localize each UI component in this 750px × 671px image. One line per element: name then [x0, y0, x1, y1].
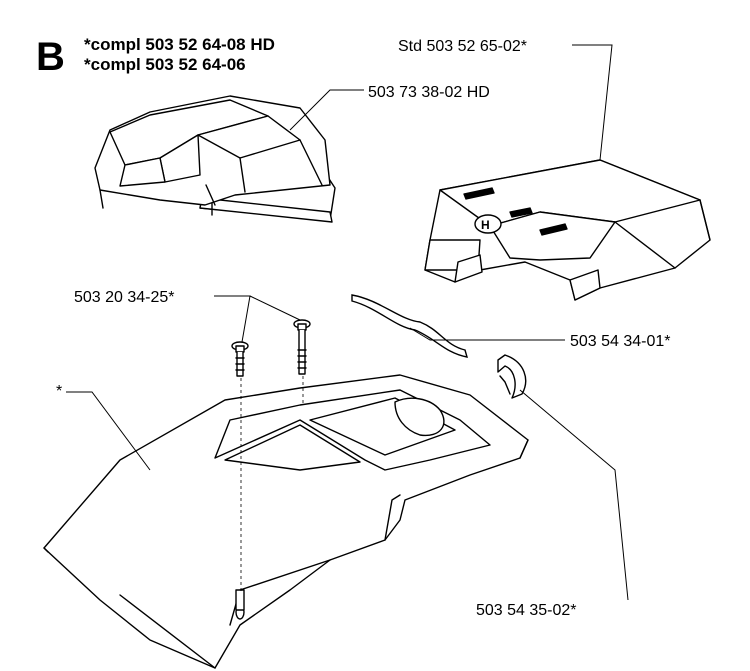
- callout-seal-strip: 503 54 34-01*: [570, 333, 671, 350]
- callout-hd-cover: 503 73 38-02 HD: [368, 84, 490, 101]
- callout-screws: 503 20 34-25*: [74, 289, 175, 306]
- callout-clip: 503 54 35-02*: [476, 602, 577, 619]
- screw-left: [231, 341, 249, 377]
- screw-right: [293, 319, 311, 375]
- main-top-cover: [43, 374, 529, 669]
- husqvarna-logo-icon: H: [474, 214, 502, 234]
- header-line-2: *compl 503 52 64-06: [84, 55, 246, 74]
- clip: [497, 354, 527, 399]
- header-line-1: *compl 503 52 64-08 HD: [84, 35, 275, 54]
- leader-lines: [66, 44, 629, 601]
- hd-cylinder-cover: [94, 95, 336, 223]
- section-letter: B: [36, 35, 65, 79]
- callout-std-cover: Std 503 52 65-02*: [398, 38, 527, 55]
- std-cylinder-cover: [424, 159, 711, 301]
- svg-text:H: H: [481, 218, 490, 232]
- callout-base-cover: *: [56, 383, 62, 400]
- seal-strip: [351, 294, 468, 358]
